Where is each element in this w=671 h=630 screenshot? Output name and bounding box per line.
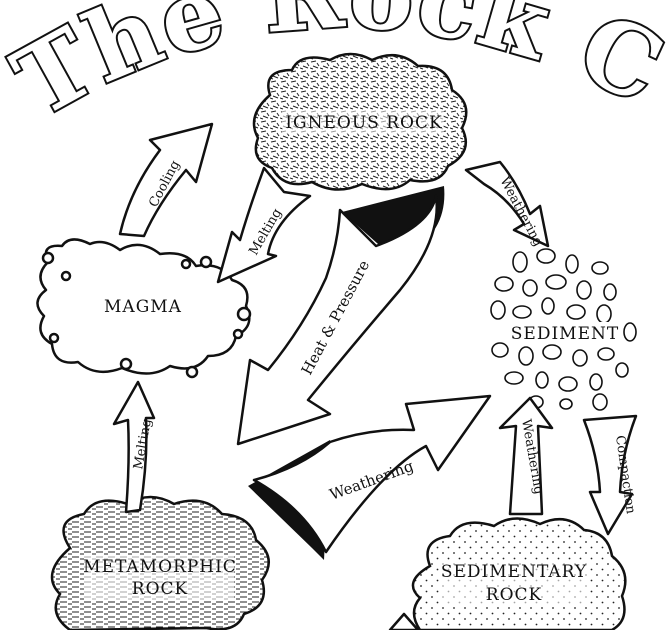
weathering-right-arrow: Weathering (498, 396, 554, 516)
sedimentary-rock-label-line1: SEDIMENTARY (441, 562, 587, 582)
igneous-rock-label: IGNEOUS ROCK (285, 113, 442, 133)
melting-left-arrow: Melting (112, 380, 156, 514)
weathering-top-arrow: Weathering (464, 160, 550, 249)
metamorphic-rock-label-line2: ROCK (132, 579, 188, 599)
magma-label: MAGMA (104, 297, 182, 317)
igneous-rock-node: IGNEOUS ROCK (252, 52, 468, 191)
compaction-arrow: Compaction (582, 414, 638, 536)
sedimentary-rock-label-line2: ROCK (486, 585, 542, 605)
sediment-label: SEDIMENT (511, 324, 619, 344)
weathering-middle-arrow: Weathering (248, 394, 492, 560)
metamorphic-rock-label-line1: METAMORPHIC (83, 557, 237, 577)
melting-top-arrow: Melting (216, 166, 312, 284)
cooling-arrow: Cooling (118, 122, 214, 238)
sedimentary-rock-node: SEDIMENTARY ROCK (411, 517, 627, 630)
bottom-arrow-fragment (388, 612, 420, 630)
sediment-node: SEDIMENT (490, 248, 637, 411)
magma-node: MAGMA (36, 238, 252, 379)
sediment-pebbles (490, 248, 637, 411)
metamorphic-rock-node: METAMORPHIC ROCK (50, 495, 270, 630)
